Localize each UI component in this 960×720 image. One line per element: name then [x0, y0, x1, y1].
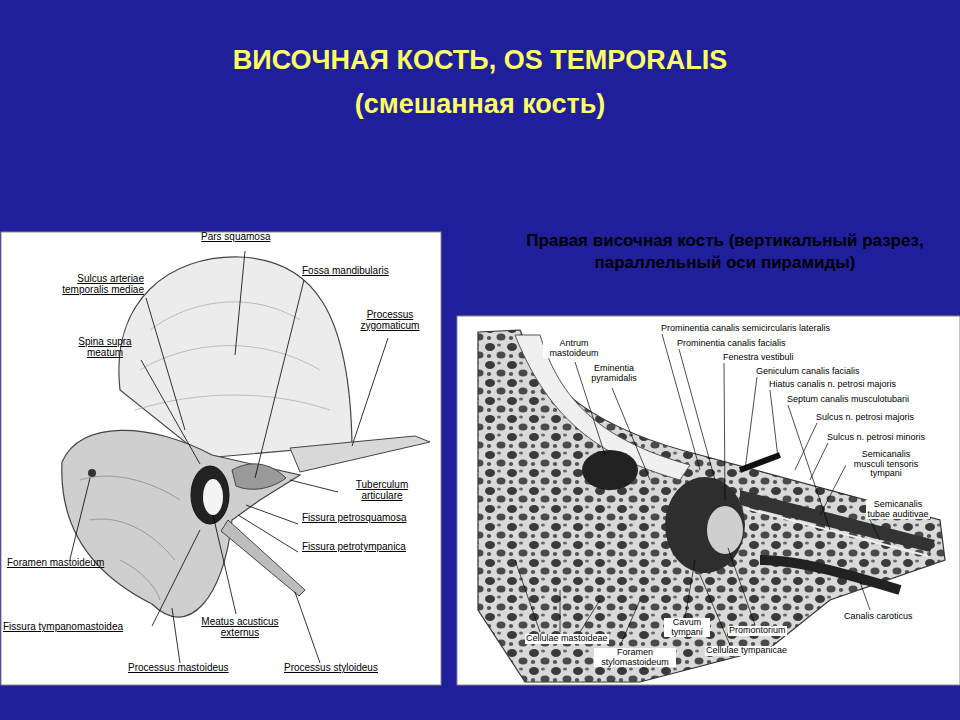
figure-caption: Правая височная кость (вертикальный разр…	[520, 230, 930, 274]
part-label: Processus styloideus	[284, 663, 378, 674]
part-label: Sulcus n. petrosi majoris	[815, 413, 915, 423]
carotid-canal	[760, 560, 900, 590]
part-label: Fissura tympanomastoidea	[3, 622, 123, 633]
mastoid-foramen	[88, 469, 96, 477]
styloid-process	[221, 520, 305, 596]
part-label: Prominentia canalis facialis	[676, 339, 787, 349]
left-leader-lines	[238, 515, 298, 552]
left-leader-lines	[213, 515, 236, 614]
zygomatic-process	[290, 436, 430, 472]
right-leader-lines	[795, 423, 817, 470]
squama-shading	[135, 302, 330, 410]
part-label: Tuberculum articulare	[340, 480, 424, 502]
left-leader-lines	[146, 298, 185, 430]
right-leader-lines	[810, 443, 828, 480]
right-leader-lines	[860, 582, 870, 610]
left-panel	[1, 232, 441, 685]
external-meatus-inner	[203, 479, 223, 515]
petrous-mastoid-part	[62, 430, 300, 617]
promontory	[707, 506, 743, 554]
right-panel	[457, 316, 960, 685]
right-leader-lines	[612, 388, 650, 480]
left-leader-lines	[352, 338, 388, 446]
left-leader-lines	[246, 505, 298, 524]
part-label: Semicanalis musculi tensoris tympani	[846, 450, 926, 479]
part-label: Foramen stylomastoideum	[594, 648, 676, 667]
right-panel	[457, 316, 960, 685]
squama	[119, 257, 352, 458]
part-label: Processus mastoideus	[128, 663, 229, 674]
left-panel	[1, 232, 441, 685]
right-leader-lines	[560, 590, 561, 632]
slide-title: ВИСОЧНАЯ КОСТЬ, OS TEMPORALIS	[233, 46, 727, 75]
right-leader-lines	[788, 405, 830, 530]
right-leader-lines	[580, 600, 600, 632]
right-leader-lines	[820, 465, 846, 515]
part-label: Prominentia canalis semicircularis later…	[660, 324, 831, 334]
part-label: Antrum mastoideum	[543, 339, 605, 358]
part-label: Sulcus n. petrosi minoris	[826, 433, 926, 443]
part-label: Cellulae tympanicae	[705, 646, 788, 656]
right-leader-lines	[745, 377, 757, 470]
right-leader-lines	[770, 390, 778, 458]
left-leader-lines	[172, 608, 180, 663]
part-label: Cavum tympani	[664, 618, 710, 637]
left-leader-lines	[290, 480, 338, 492]
part-label: Pars squamosa	[201, 232, 270, 243]
right-leader-lines	[728, 548, 755, 625]
left-leader-lines	[295, 592, 320, 663]
part-label: Processus zygomaticum	[348, 310, 432, 332]
part-label: Septum canalis musculotubarii	[786, 395, 910, 405]
part-label: Cellulae mastoideae	[525, 634, 609, 644]
part-label: Geniculum canalis facialis	[755, 367, 861, 377]
antrum	[582, 450, 638, 490]
part-label: Spina supra meatum	[68, 337, 142, 359]
right-leader-lines	[685, 560, 695, 618]
left-leader-lines	[70, 251, 388, 663]
part-label: Promontorium	[728, 626, 787, 636]
part-label: Eminentia pyramidalis	[583, 364, 645, 383]
musculotubal-canal	[740, 490, 935, 552]
part-label: Sulcus arteriae temporalis mediae	[36, 274, 144, 296]
left-leader-lines	[235, 251, 245, 355]
part-label: Canalis caroticus	[843, 612, 914, 622]
part-label: Foramen mastoideum	[7, 558, 104, 569]
part-label: Hiatus canalis n. petrosi majoris	[768, 380, 897, 390]
part-label: Fissura petrotympanica	[302, 542, 406, 553]
tympanic-cavity	[665, 477, 745, 573]
part-label: Fossa mandibularis	[302, 266, 389, 277]
right-leader-lines	[679, 349, 715, 480]
left-leader-lines	[141, 360, 200, 464]
subtitle: (смешанная кость)	[330, 90, 630, 119]
left-leader-lines	[70, 478, 90, 559]
right-leader-lines	[515, 560, 540, 632]
bone-section	[478, 330, 945, 682]
left-leader-lines	[255, 280, 304, 478]
mastoid-shading	[80, 476, 180, 600]
external-meatus	[191, 466, 229, 524]
part-label: Semicanalis tubae auditivae	[866, 500, 930, 519]
mandibular-fossa	[232, 464, 286, 489]
right-leader-lines	[620, 600, 640, 646]
part-label: Meatus acusticus externus	[186, 617, 294, 639]
left-leader-lines	[152, 530, 200, 626]
right-leader-lines	[724, 363, 725, 500]
part-label: Fenestra vestibuli	[722, 353, 795, 363]
right-leader-lines	[662, 334, 700, 470]
part-label: Fissura petrosquamosa	[302, 513, 407, 524]
